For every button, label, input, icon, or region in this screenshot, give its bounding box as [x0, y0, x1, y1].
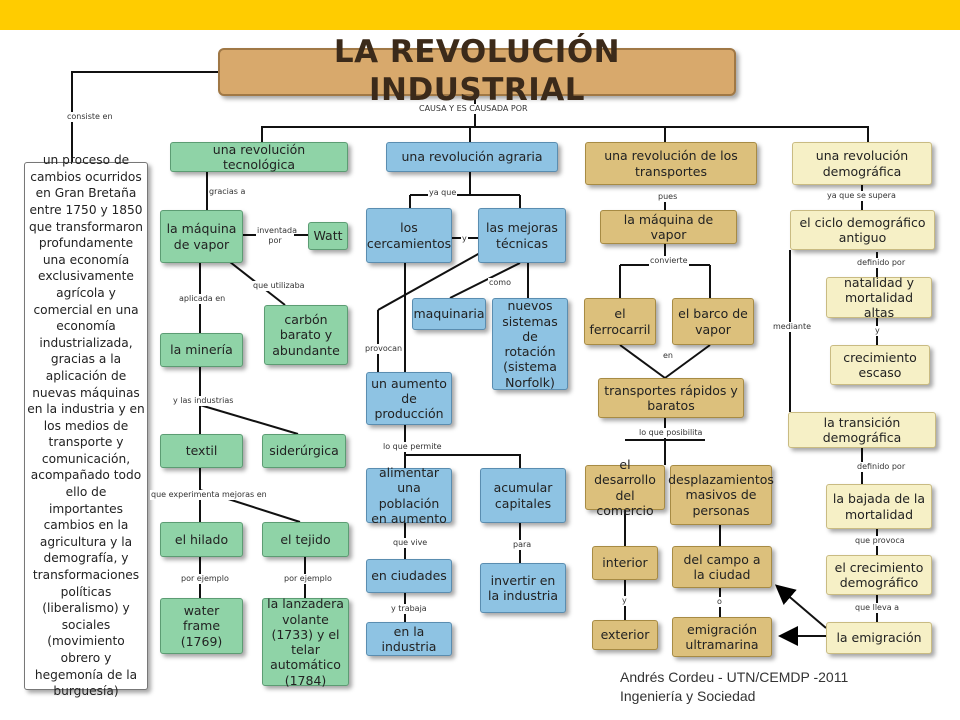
node-slow-growth: crecimiento escaso [830, 345, 930, 385]
label-que-vive: que vive [392, 538, 429, 548]
node-rotation: nuevos sistemas de rotación (sistema Nor… [492, 298, 568, 390]
label-definido-por-2: definido por [856, 462, 907, 472]
node-tech-revolution: una revolución tecnológica [170, 142, 348, 172]
label-causa: CAUSA Y ES CAUSADA POR [418, 104, 529, 114]
label-por-ejemplo-1: por ejemplo [180, 574, 230, 584]
node-enclosures: los cercamientos [366, 208, 452, 263]
node-emigration: la emigración [826, 622, 932, 654]
node-mortality-drop: la bajada de la mortalidad [826, 484, 932, 529]
node-spinning: el hilado [160, 522, 243, 557]
label-como: como [488, 278, 512, 288]
label-por-ejemplo-2: por ejemplo [283, 574, 333, 584]
node-machinery: maquinaria [412, 298, 486, 330]
label-y-2: y [621, 596, 628, 606]
label-y-las-industrias: y las industrias [172, 396, 235, 406]
node-capital: acumular capitales [480, 468, 566, 523]
label-y-trabaja: y trabaja [390, 604, 428, 614]
node-cities: en ciudades [366, 559, 452, 593]
label-en: en [662, 351, 674, 361]
node-transition: la transición demográfica [788, 412, 936, 448]
node-invest: invertir en la industria [480, 563, 566, 613]
node-old-cycle: el ciclo demográfico antiguo [790, 210, 935, 250]
node-steam-engine: la máquina de vapor [160, 210, 243, 263]
label-que-lleva-a: que lleva a [854, 603, 901, 613]
label-mediante: mediante [772, 322, 813, 332]
node-industry-work: en la industria [366, 622, 452, 656]
label-que-provoca: que provoca [854, 536, 906, 546]
node-transport-revolution: una revolución de los transportes [585, 142, 757, 185]
node-railway: el ferrocarril [584, 298, 656, 345]
top-accent-bar [0, 0, 960, 30]
label-inventada-por: inventada por [256, 226, 298, 246]
node-high-rates: natalidad y mortalidad altas [826, 275, 932, 320]
node-water-frame: water frame (1769) [160, 598, 243, 654]
node-mining: la minería [160, 333, 243, 367]
label-o: o [716, 597, 723, 607]
node-steam-engine-2: la máquina de vapor [600, 210, 737, 244]
label-ya-que: ya que [428, 188, 458, 198]
label-que-experimenta: que experimenta mejoras en [150, 490, 268, 500]
node-improvements: las mejoras técnicas [478, 208, 566, 263]
label-gracias-a: gracias a [208, 187, 247, 197]
label-aplicada-en: aplicada en [178, 294, 227, 304]
node-feed-population: alimentar una población en aumento [366, 465, 452, 526]
label-para: para [512, 540, 533, 550]
node-flying-shuttle: la lanzadera volante (1733) y el telar a… [262, 596, 349, 688]
node-steamship: el barco de vapor [672, 298, 754, 345]
node-agrarian-revolution: una revolución agraria [386, 142, 558, 172]
node-watt: Watt [308, 222, 348, 250]
label-pues: pues [657, 192, 679, 202]
label-definido-por-1: definido por [856, 258, 907, 268]
node-interior: interior [592, 546, 658, 580]
node-emigration-overseas: emigración ultramarina [672, 617, 772, 657]
node-definition: un proceso de cambios ocurridos en Gran … [24, 153, 148, 698]
node-demographic-revolution: una revolución demográfica [792, 142, 932, 185]
node-population-growth: el crecimiento demográfico [826, 555, 932, 595]
node-commerce: el desarrollo del comercio [585, 457, 665, 518]
footer-course: Ingeniería y Sociedad [620, 688, 756, 704]
node-countryside-to-city: del campo a la ciudad [672, 546, 772, 588]
node-exterior: exterior [592, 620, 658, 650]
label-lo-que-posibilita: lo que posibilita [638, 428, 704, 438]
label-lo-que-permite: lo que permite [382, 442, 443, 452]
node-production: un aumento de producción [366, 372, 452, 425]
label-y-3: y [874, 326, 881, 336]
node-steel: siderúrgica [262, 434, 346, 468]
node-textile: textil [160, 434, 243, 468]
label-convierte: convierte [649, 256, 689, 266]
label-que-utilizaba: que utilizaba [252, 281, 306, 291]
node-coal: carbón barato y abundante [264, 305, 348, 365]
label-provocan: provocan [364, 344, 404, 354]
label-consiste-en: consiste en [66, 112, 114, 122]
node-fast-transport: transportes rápidos y baratos [598, 378, 744, 418]
node-weaving: el tejido [262, 522, 349, 557]
label-ya-que-se-supera: ya que se supera [826, 191, 897, 201]
page-title: LA REVOLUCIÓN INDUSTRIAL [218, 34, 736, 108]
node-displacements: desplazamientos masivos de personas [668, 465, 774, 525]
footer-author: Andrés Cordeu - UTN/CEMDP -2011 [620, 669, 849, 685]
label-y: y [461, 234, 468, 244]
